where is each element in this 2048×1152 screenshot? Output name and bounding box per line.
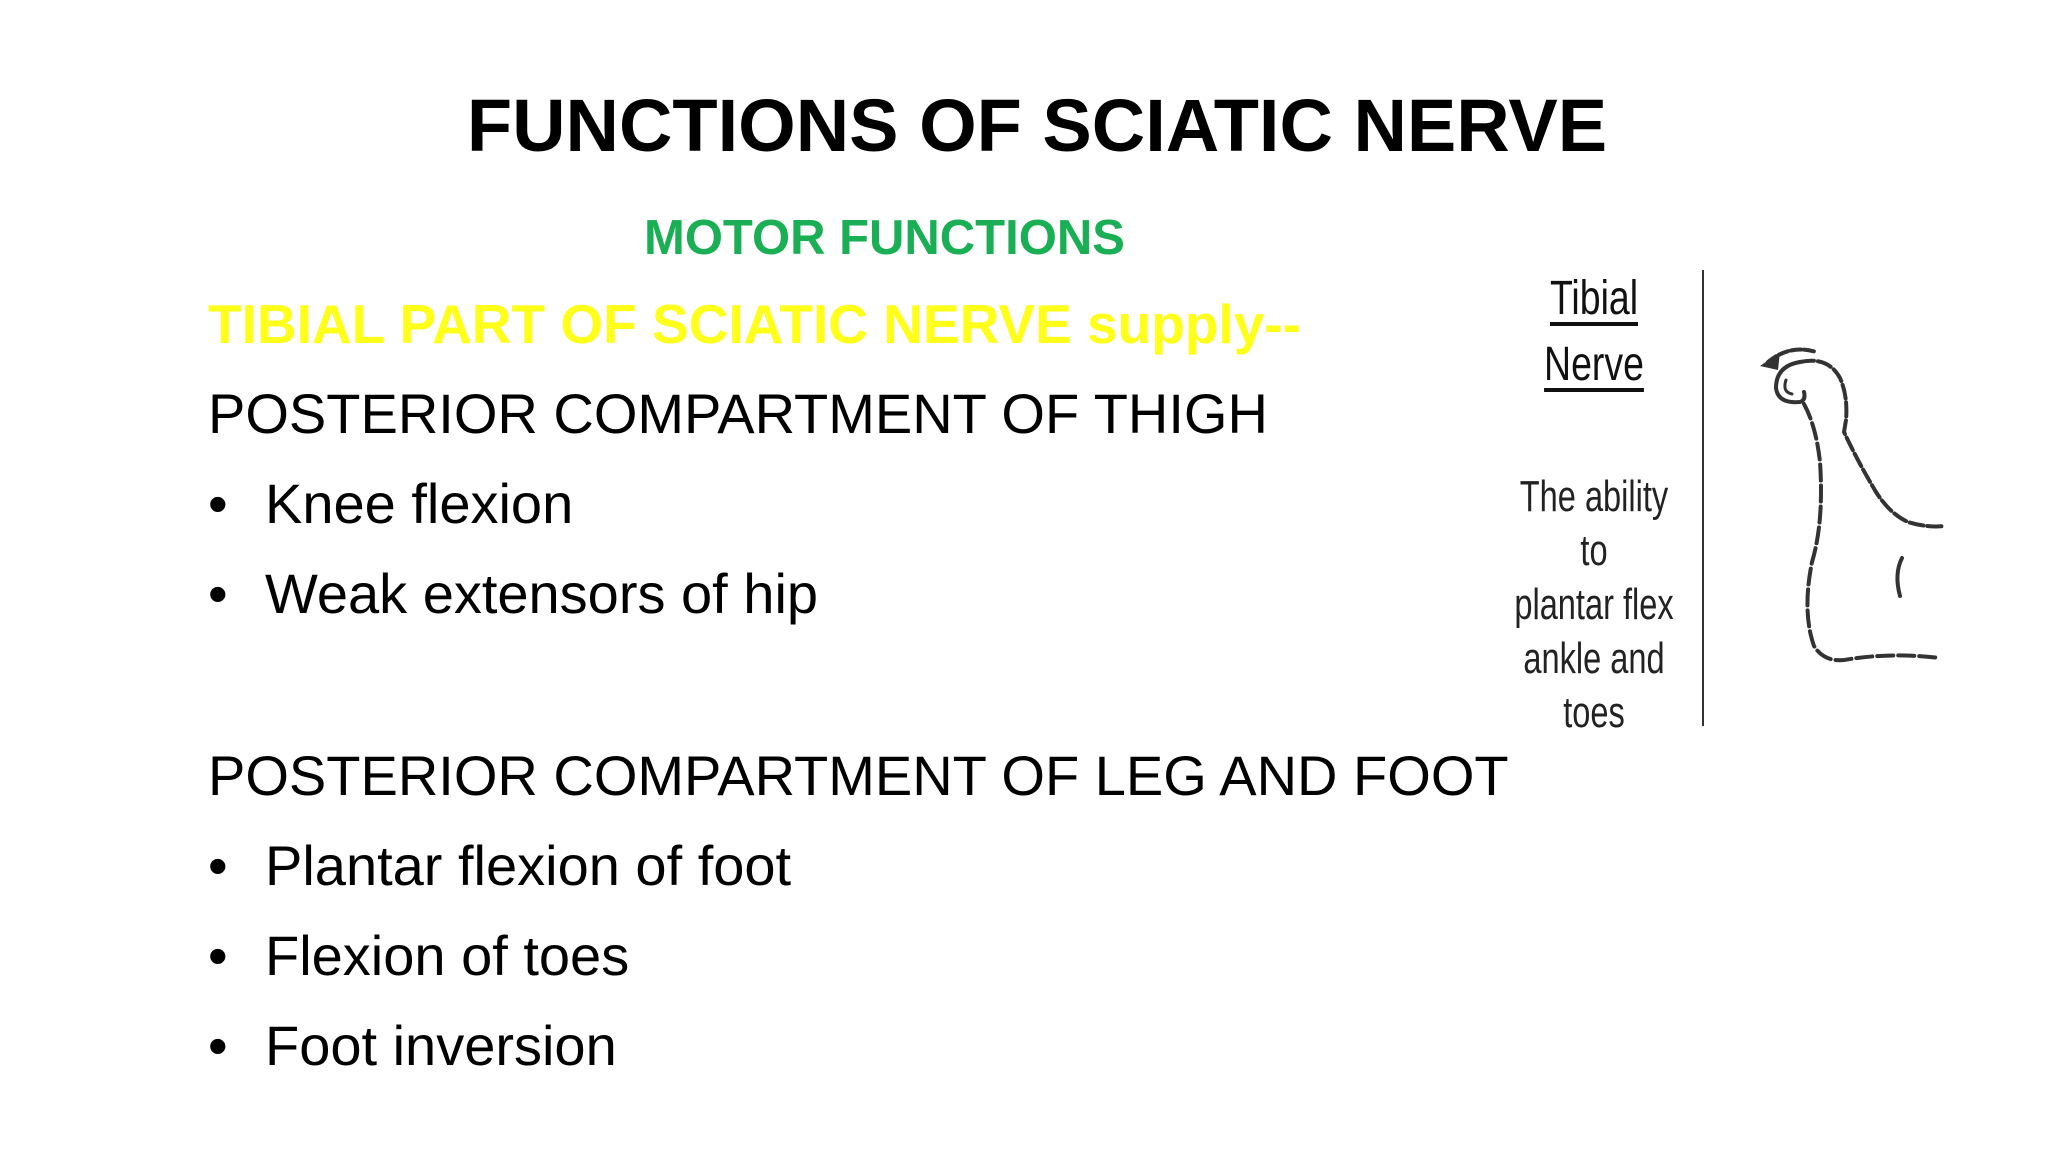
list-item-text: Flexion of toes: [265, 924, 630, 987]
list-item-text: Weak extensors of hip: [265, 562, 819, 625]
list-item: • Knee flexion: [208, 468, 573, 540]
bullet-icon: •: [208, 834, 228, 897]
bullet-icon: •: [208, 472, 228, 535]
figure-caption-line: plantar flex: [1514, 580, 1674, 629]
list-item-text: Knee flexion: [265, 472, 574, 535]
slide-title: FUNCTIONS OF SCIATIC NERVE: [466, 84, 1608, 167]
list-item: • Weak extensors of hip: [208, 558, 818, 630]
figure-caption: The ability to plantar flex ankle and to…: [1505, 470, 1683, 740]
bullet-icon: •: [208, 1014, 228, 1077]
figure-caption-line: ankle and: [1523, 634, 1665, 683]
figure-title-line2: Nerve: [1544, 338, 1644, 391]
figure-title-line1: Tibial: [1549, 272, 1639, 325]
list-item: • Plantar flexion of foot: [208, 830, 791, 902]
foot-plantar-flexion-icon: [1760, 347, 1946, 663]
section-heading-leg-foot: POSTERIOR COMPARTMENT OF LEG AND FOOT: [208, 744, 1509, 807]
list-item: • Flexion of toes: [208, 920, 629, 992]
figure-divider: [1702, 270, 1704, 726]
motor-functions-subtitle: MOTOR FUNCTIONS: [644, 211, 1125, 265]
section-heading-thigh: POSTERIOR COMPARTMENT OF THIGH: [208, 382, 1268, 445]
tibial-part-heading: TIBIAL PART OF SCIATIC NERVE supply--: [208, 293, 1301, 355]
list-item-text: Foot inversion: [265, 1014, 617, 1077]
figure-caption-line: toes: [1563, 688, 1625, 737]
bullet-icon: •: [208, 924, 228, 987]
tibial-nerve-figure: Tibial Nerve The ability to plantar flex…: [1484, 262, 1954, 737]
bullet-icon: •: [208, 562, 228, 625]
list-item: • Foot inversion: [208, 1010, 617, 1082]
figure-title: Tibial Nerve: [1508, 266, 1680, 398]
list-item-text: Plantar flexion of foot: [265, 834, 792, 897]
figure-caption-line: The ability to: [1519, 472, 1669, 575]
